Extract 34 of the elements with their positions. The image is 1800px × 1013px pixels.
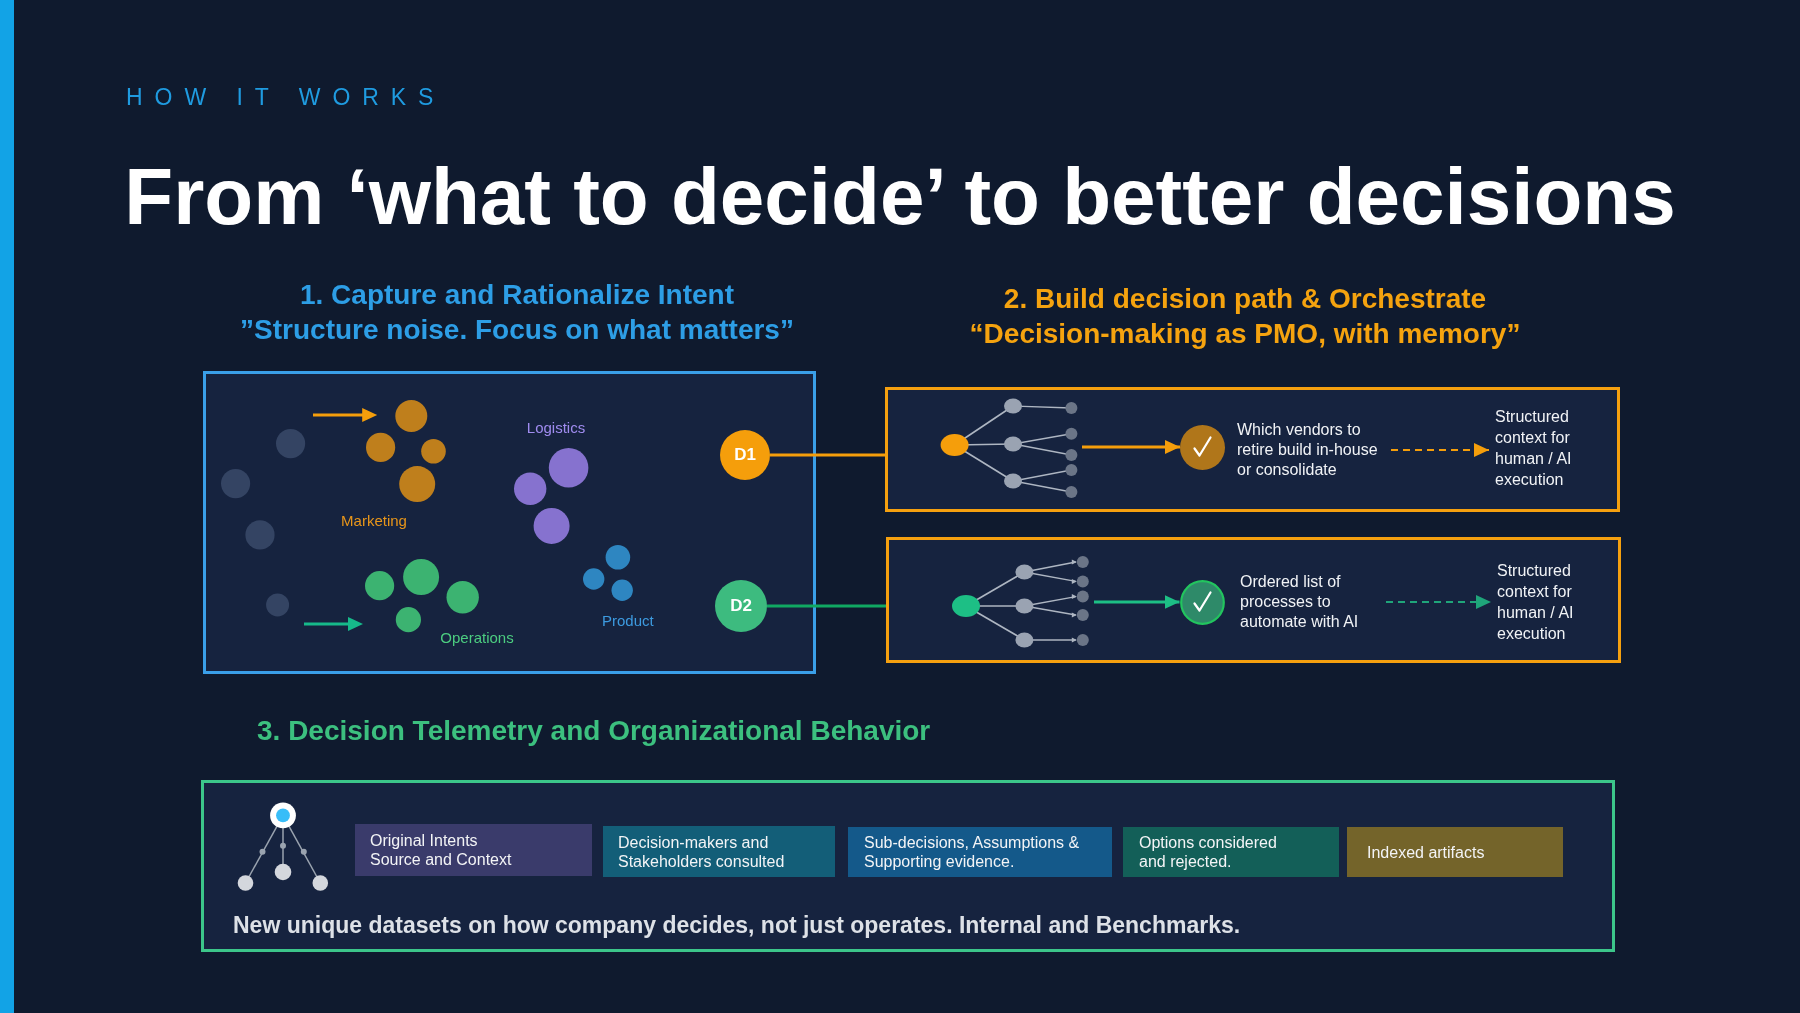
section-subtitle: “Decision-making as PMO, with memory” <box>969 317 1521 351</box>
section-kicker: HOW IT WORKS <box>126 83 446 111</box>
dashed-arrow <box>1385 595 1492 609</box>
decision-circle: D2 <box>715 580 767 632</box>
decision-tree-drawing <box>951 555 1090 648</box>
section-subtitle: ”Structure noise. Focus on what matters” <box>240 313 794 347</box>
cluster-label: Marketing <box>341 511 407 530</box>
result-text: Structured context for human / AI execution <box>1497 560 1589 644</box>
category-tile: Options considered and rejected. <box>1123 827 1339 877</box>
outcome-text: Ordered list of processes to automate with AI <box>1240 572 1380 632</box>
cluster-label: Operations <box>440 628 514 647</box>
decision-path-panel <box>886 537 1621 663</box>
connector-line <box>770 453 885 457</box>
arrow <box>1082 440 1180 454</box>
category-tile: Indexed artifacts <box>1347 827 1563 877</box>
arrow <box>1094 595 1180 609</box>
page-title: From ‘what to decide’ to better decisions <box>123 152 1677 242</box>
category-tile: Original Intents Source and Context <box>355 824 592 876</box>
section-heading: 3. Decision Telemetry and Organizational Behavior <box>257 714 931 748</box>
result-text: Structured context for human / AI execution <box>1495 406 1587 490</box>
cluster-label: Product <box>601 611 654 630</box>
cluster-label: Logistics <box>526 419 586 437</box>
summary-text: New unique datasets on how company decides, not just operates. Internal and Benchmarks. <box>233 911 1241 940</box>
check-circle-icon <box>1180 424 1225 470</box>
section-heading: 1. Capture and Rationalize Intent <box>299 278 735 312</box>
check-circle-icon <box>1179 579 1225 625</box>
connector-line <box>767 604 886 608</box>
dashed-arrow <box>1390 443 1490 457</box>
decision-circle: D1 <box>720 430 770 480</box>
decision-tree-drawing <box>940 398 1078 499</box>
category-tile: Sub-decisions, Assumptions & Supporting evidence. <box>848 827 1112 877</box>
section-heading: 2. Build decision path & Orchestrate <box>1003 282 1487 316</box>
category-tile: Decision-makers and Stakeholders consulted <box>603 826 835 877</box>
outcome-text: Which vendors to retire build in-house or consolidate <box>1237 420 1385 480</box>
